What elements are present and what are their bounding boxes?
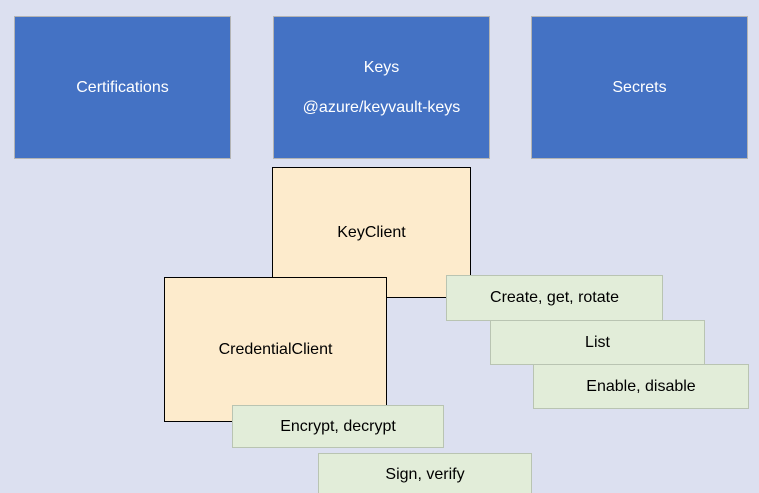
header-box-certifications-label: Certifications [76, 78, 169, 96]
operation-box-create-get-rotate[interactable]: Create, get, rotate [446, 275, 663, 321]
operation-box-encrypt-decrypt-label: Encrypt, decrypt [280, 417, 396, 435]
operation-box-enable-disable[interactable]: Enable, disable [533, 364, 749, 409]
header-box-keys[interactable]: Keys @azure/keyvault-keys [273, 16, 490, 159]
header-box-keys-label: Keys [363, 58, 400, 76]
client-box-credentialclient[interactable]: CredentialClient [164, 277, 387, 422]
operation-box-list[interactable]: List [490, 320, 705, 365]
operation-box-sign-verify[interactable]: Sign, verify [318, 453, 532, 493]
operation-box-encrypt-decrypt[interactable]: Encrypt, decrypt [232, 405, 444, 448]
operation-box-list-label: List [585, 333, 610, 351]
header-box-certifications[interactable]: Certifications [14, 16, 231, 159]
operation-box-enable-disable-label: Enable, disable [586, 377, 696, 395]
header-box-secrets-label: Secrets [612, 78, 667, 96]
operation-box-sign-verify-label: Sign, verify [385, 465, 465, 483]
client-box-keyclient-label: KeyClient [337, 223, 406, 241]
header-box-secrets[interactable]: Secrets [531, 16, 748, 159]
client-box-keyclient[interactable]: KeyClient [272, 167, 471, 298]
client-box-credentialclient-label: CredentialClient [218, 340, 333, 358]
operation-box-create-get-rotate-label: Create, get, rotate [490, 289, 619, 307]
header-box-keys-package: @azure/keyvault-keys [302, 99, 461, 116]
